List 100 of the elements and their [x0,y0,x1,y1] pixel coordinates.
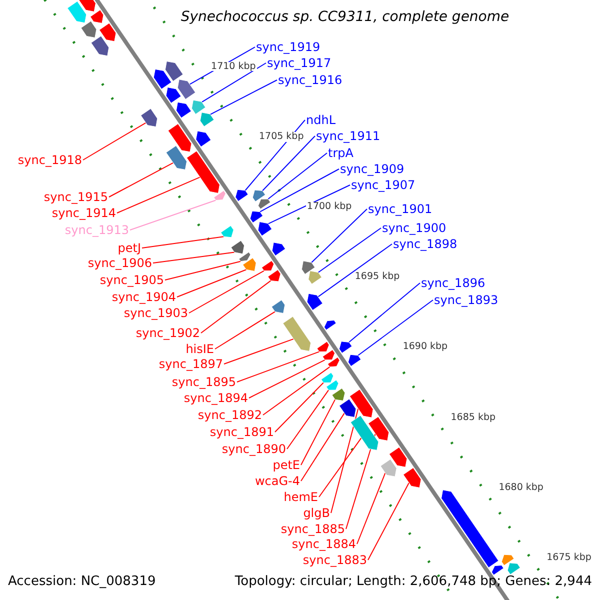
leader-line [248,359,326,398]
gene-glyph [166,87,182,104]
gene-label: sync_1885 [280,523,345,535]
leader-line [210,80,278,115]
gene-label: sync_1897 [158,358,223,370]
scale-label: 1680 kbp [498,482,544,492]
gene-glyph [99,22,116,42]
leader-line [348,282,420,343]
leader-line [224,338,294,364]
gene-label: sync_1891 [210,426,274,438]
gene-glyph [507,562,520,575]
gene-glyph [214,190,226,201]
gene-glyph [403,468,422,488]
gene-glyph [80,20,97,38]
gene-label: sync_1913 [64,224,129,236]
gene-glyph [196,130,212,148]
leader-line [176,269,247,298]
gene-label: sync_1901 [368,203,432,215]
gene-glyph [164,61,184,82]
gene-glyph [78,0,96,12]
leader-line [318,437,362,498]
leader-line [188,270,264,314]
leader-line [318,228,382,273]
gene-glyph [176,102,192,118]
gene-glyph [271,300,286,314]
gene-label: sync_1918 [18,154,82,166]
gene-glyph [250,210,264,223]
gene-label: glgB [303,507,330,519]
leader-line [142,236,224,248]
gene-glyph [320,372,334,383]
leader-line [116,176,200,214]
gene-label: sync_1904 [112,291,176,303]
gene-label: hisIE [186,343,214,355]
gene-glyph [153,68,172,90]
leader-line [82,122,146,160]
gene-glyph [220,225,234,238]
gene-glyph [258,198,271,210]
leader-line [262,136,316,192]
leader-line [356,472,386,544]
gene-glyph [90,36,110,56]
gene-label: sync_1892 [198,409,262,421]
accession-note: Accession: NC_008319 [8,575,156,588]
leader-line [268,152,328,200]
gene-label: sync_1917 [267,57,332,69]
leader-line [108,162,174,198]
gene-glyph [308,270,322,284]
gene-glyph [368,416,390,441]
gene-glyph [67,1,87,24]
gene-label: petE [272,459,300,471]
leader-line [311,208,368,263]
gene-label: sync_1905 [100,274,164,286]
gene-label: sync_1902 [136,327,200,339]
gene-label: ndhL [306,114,336,126]
gene-glyph [191,100,206,114]
gene-label: sync_1890 [222,443,286,455]
scale-label: 1705 kbp [258,132,305,142]
gene-label: sync_1895 [172,376,236,388]
gene-glyph [350,415,379,450]
leader-line [300,412,345,482]
gene-glyph [140,108,158,128]
gene-glyph [501,554,514,566]
scale-label: 1690 kbp [402,342,449,352]
gene-label: sync_1909 [340,163,404,175]
gene-label: sync_1893 [434,294,498,306]
leader-line [214,311,276,350]
gene-label: trpA [328,147,354,159]
gene-glyph [306,293,323,310]
scale-label: 1695 kbp [354,272,401,282]
gene-label: sync_1914 [52,207,116,219]
gene-label: hemE [284,491,318,503]
gene-glyph [200,112,214,127]
gene-label: sync_1900 [382,222,446,234]
leader-line [130,200,216,230]
gene-glyph [326,380,339,390]
scale-label: 1700 kbp [306,202,353,212]
gene-glyph [177,79,196,100]
gene-glyph [327,357,340,368]
gene-glyph [282,316,312,352]
gene-glyph [258,222,272,236]
topology-note: Topology: circular; Length: 2,606,748 bp; Genes: 2,944 [234,575,592,588]
gene-label: sync_1898 [393,238,458,250]
gene-label: petJ [118,242,141,254]
scale-label: 1685 kbp [450,412,497,422]
gene-glyph [322,350,336,360]
gene-glyph [349,389,374,418]
leader-line [300,399,336,466]
gene-glyph [90,10,104,24]
gene-glyph [238,252,251,262]
gene-glyph [268,270,281,282]
leader-line [358,300,434,356]
gene-label: wcaG-4 [254,475,300,487]
leader-line [286,390,330,450]
gene-glyph [332,388,346,401]
gene-glyph [301,260,316,274]
gene-glyph [388,446,408,468]
leader-line [262,366,330,416]
leader-line [330,408,359,514]
gene-label: sync_1903 [124,307,188,319]
gene-glyph [242,258,256,272]
gene-glyph [252,190,266,202]
